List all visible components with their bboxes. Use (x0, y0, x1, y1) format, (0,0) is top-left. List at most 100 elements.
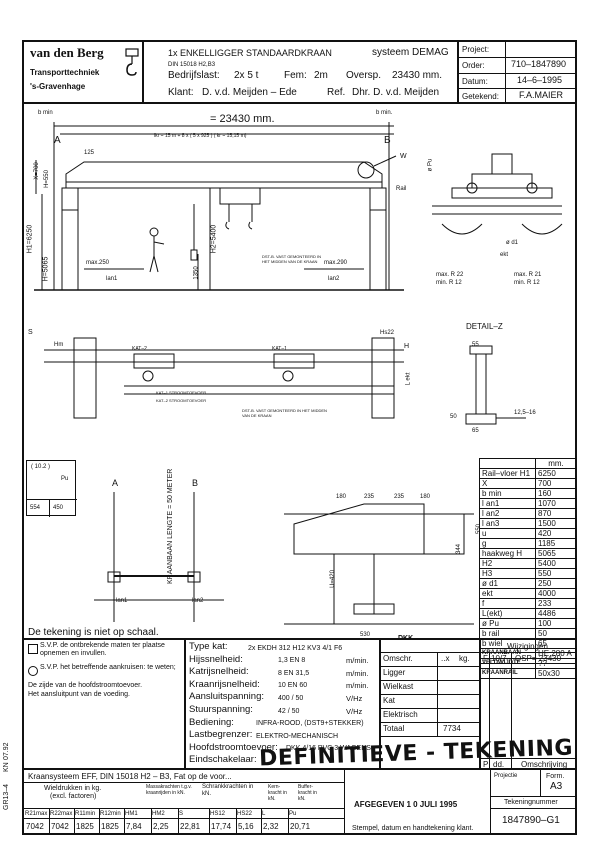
dim-value: 1185 (535, 538, 577, 549)
kraanbaan-length: KRAANBAAN LENGTE = 50 METER (167, 468, 174, 584)
footer-col-header: L (262, 811, 266, 817)
din-label: DIN 15018 H2,B3 (168, 62, 216, 68)
spec-value: ELEKTRO-MECHANISCH (256, 732, 339, 740)
lan1-label: lan1 (106, 276, 118, 282)
note-dst-1: DST-B. VAST GEMONTEERD IN HET MIDDEN VAN… (262, 254, 321, 264)
spec-label: Eindschakelaar: (189, 754, 257, 766)
span-formula: lkr = 15 m + 8 x ( 5 x 925 ) ( kr = 15,1… (154, 133, 247, 139)
dim-label: Rail–vloer H1 (479, 468, 536, 479)
tekeningnummer-value: 1847890–G1 (502, 815, 560, 826)
dim-125-16: 12,5–16 (514, 410, 536, 416)
bedrijfslast-label: Bedrijfslast: (168, 70, 220, 81)
lan1-side: lan1 (116, 598, 128, 604)
h-5065: H=5065 (42, 256, 50, 282)
dim-50: 50 (450, 414, 457, 420)
spec-label: Bediening: (189, 716, 234, 728)
dim-value: 870 (535, 508, 577, 519)
excl-label: (excl. factoren) (50, 793, 97, 800)
spec-value: INFRA-ROOD, (DST9+STEKKER) (256, 720, 364, 728)
x-700: X=700 (33, 162, 40, 180)
w-label: W (400, 153, 407, 160)
project-label: Project: (462, 45, 490, 54)
dim-value: 50 (535, 628, 577, 639)
dim-table-header-blank (479, 458, 536, 469)
s-label: S (28, 329, 33, 336)
buffer-label: Buffer-kracht in kN. (298, 784, 317, 802)
order-label: Order: (462, 61, 485, 70)
b-min-left: b min (38, 110, 53, 116)
fem-value: 2m (314, 70, 328, 81)
ekt-label: ekt (500, 252, 509, 258)
dim-table-header-row: mm. (479, 458, 577, 469)
spec-label: Hijssnelheid: (189, 653, 243, 665)
max-250: max.250 (86, 260, 110, 266)
dim-value: 4000 (535, 588, 577, 599)
dim-55: 55 (472, 342, 479, 348)
dim-value: 100 (535, 618, 577, 629)
company-subtitle: Transporttechniek (30, 68, 100, 77)
kat1-stroom: KAT–1 STROOMTOEVOER (156, 390, 207, 395)
spec-unit: V/Hz (346, 706, 363, 716)
hs22-label: Hs22 (380, 330, 395, 336)
weight-value: 7734 (443, 724, 461, 733)
radio-icon[interactable] (28, 666, 38, 676)
dim-label: X (479, 478, 536, 489)
title-line: 1x ENKELLIGGER STANDAARDKRAAN (168, 48, 332, 58)
dim-label: haakweg H (479, 548, 536, 559)
spec-label: Type kat: (189, 641, 228, 652)
wijz-p: P (483, 760, 489, 769)
box-pu: Pu (61, 476, 69, 482)
dim-label: ø d1 (479, 578, 536, 589)
min-r12b: min. R 12 (514, 280, 540, 286)
weights-header: ..x (441, 654, 450, 663)
dim-label: L(ekt) (479, 608, 536, 619)
checkbox-icon[interactable] (28, 644, 38, 654)
company-city: 's-Gravenhage (30, 82, 86, 91)
dim-value: 420 (535, 528, 577, 539)
company-box: van den Berg Transporttechniek 's-Graven… (23, 41, 143, 103)
not-to-scale-note: De tekening is niet op schaal. (28, 627, 159, 638)
wijz-dd: dd. (493, 760, 505, 769)
box-102: ( 10.2 ) (31, 464, 51, 470)
side-kn: KN (3, 762, 10, 772)
lekt-label: L ekt (405, 372, 412, 386)
dkk-label: DKK (398, 635, 414, 642)
bedrijfslast-value: 2x 5 t (234, 70, 259, 81)
phi-pu: ø Pu (427, 158, 434, 172)
spec-label: Aansluitspanning: (189, 691, 264, 703)
notes-box: S.V.P. de ontbrekende maten ter plaatse … (23, 639, 185, 769)
tekeningnummer-label: Tekeningnummer (504, 799, 558, 806)
ref-label: Ref. (327, 87, 346, 98)
kat2-label: KAT–2 (132, 346, 147, 352)
lan2-side: lan2 (192, 598, 204, 604)
h1-6250: H1=6250 (26, 224, 34, 254)
weights-header: Omschr. (383, 654, 413, 663)
weight-label: Wielkast (383, 682, 414, 691)
footer-col-header: HM1 (125, 811, 138, 817)
afgegeven-stamp: AFGEGEVEN 1 0 JULI 1995 (354, 800, 458, 809)
spec-value: 10 EN 60 (278, 682, 308, 690)
drawing-area: b min b min. A B = 23430 mm. lkr = 15 m … (23, 103, 577, 679)
rail-label: Rail (396, 186, 407, 192)
kat1-label: KAT–1 (272, 346, 287, 352)
detail-z-title: DETAIL–Z (466, 322, 503, 331)
dim-label: f (479, 598, 536, 609)
crane-side-view (94, 492, 224, 622)
ref-value: Dhr. D. v.d. Meijden (352, 87, 440, 98)
schrank-label: Schrankkrachten in kN. (202, 784, 254, 797)
dim-180: 180 (336, 494, 347, 500)
h-label: H (404, 343, 410, 350)
point-a: A (54, 135, 61, 146)
end-section-view (284, 503, 474, 625)
